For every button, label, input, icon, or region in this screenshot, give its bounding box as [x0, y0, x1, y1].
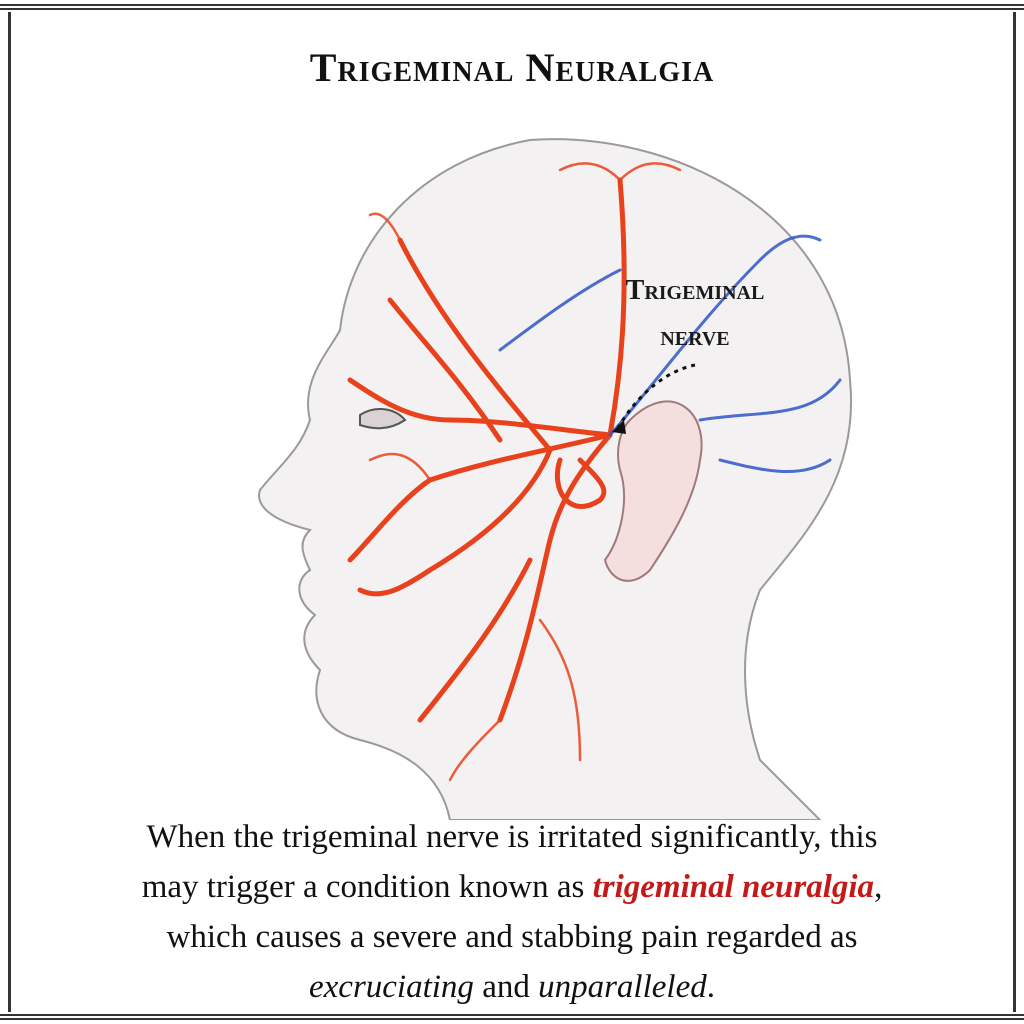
caption-emphasis-1: excruciating	[309, 969, 474, 1005]
ear	[603, 400, 703, 582]
nerve-label-line1: Trigeminal	[625, 275, 765, 306]
trigeminal-nerve-branches	[347, 177, 627, 723]
head-anatomy-illustration	[258, 138, 853, 820]
frame-left-border	[8, 12, 11, 1012]
page-frame	[0, 4, 1024, 1020]
blood-vessels	[498, 234, 842, 473]
caption-line4-end: .	[706, 969, 715, 1005]
caption-line4: excruciating and unparalleled.	[60, 962, 964, 1012]
nerve-label: Trigeminal nerve	[560, 268, 830, 360]
caption-line4-mid: and	[473, 969, 539, 1005]
caption-line2: may trigger a condition known as trigemi…	[60, 862, 964, 912]
caption-emphasis-2: unparalleled	[538, 969, 707, 1005]
frame-right-border	[1013, 12, 1016, 1012]
nerve-label-line2: nerve	[660, 321, 730, 352]
caption-highlight: trigeminal neuralgia	[592, 869, 875, 905]
caption-line2-pre: may trigger a condition known as	[141, 869, 593, 905]
caption: When the trigeminal nerve is irritated s…	[60, 812, 964, 1012]
caption-line2-post: ,	[874, 869, 883, 905]
arrow-head	[612, 420, 626, 434]
caption-line3: which causes a severe and stabbing pain …	[166, 919, 858, 955]
caption-line1: When the trigeminal nerve is irritated s…	[146, 819, 878, 855]
eye	[359, 408, 407, 430]
page-title: Trigeminal Neuralgia	[309, 45, 715, 90]
